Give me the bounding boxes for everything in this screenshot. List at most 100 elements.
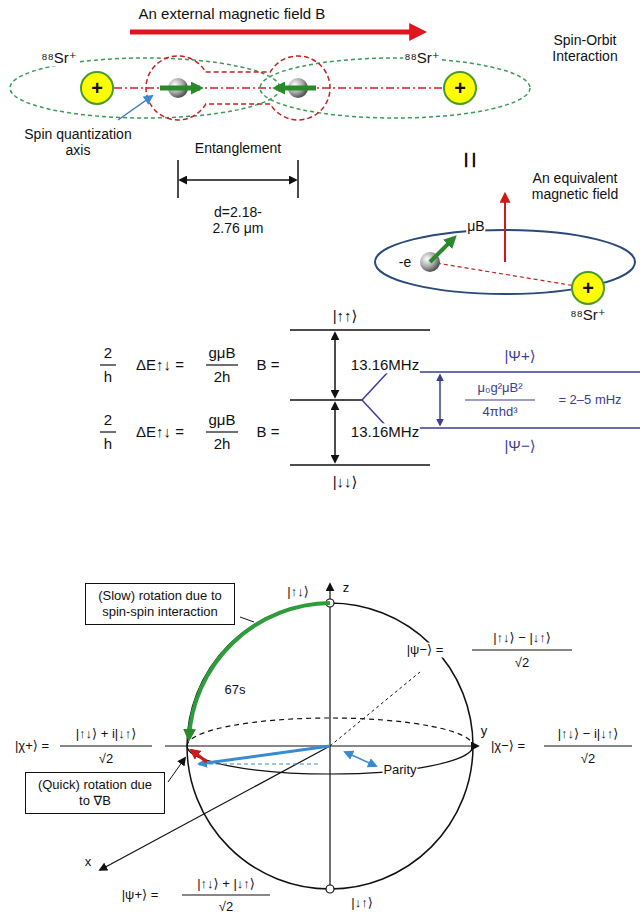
note: Spin quantization axis [15,126,142,158]
formula-part: |↑↓⟩ − |↓↑⟩ [492,631,552,646]
fraction-bar [100,364,116,365]
formula-part: h [103,368,113,385]
state-label: |ψ+⟩ = [121,888,160,903]
callout-text: (Slow) rotation due to spin-spin interac… [92,588,228,619]
state-label: |χ+⟩ = [14,739,50,754]
radius-line [430,262,588,288]
dimension-tick [177,160,179,198]
ion-circle: ⁸⁸Sr⁺+ [80,71,114,105]
ion-circle: ⁸⁸Sr⁺+ [571,271,605,305]
formula-part: gμB [208,344,237,361]
time-label: 67s [224,683,247,698]
formula-part: 2h [213,368,232,385]
formula-part: √2 [514,656,530,671]
frequency-value: 13.16MHz [350,356,420,373]
entanglement-outline [146,56,330,120]
charge-sign: + [91,78,103,98]
fraction-bar [60,746,152,747]
fraction-bar [544,746,632,747]
leader-line [118,96,152,120]
state-vector [199,746,330,764]
equals-sign: = [453,150,488,170]
fraction-bar [206,364,238,365]
energy-level [290,464,430,466]
charge-sign: + [454,78,466,98]
fraction-bar [465,399,535,400]
leader-line [240,617,254,622]
fraction-bar [100,431,116,432]
energy-level [290,399,362,401]
leader-line [168,758,185,782]
state-label: |↓↑⟩ [350,896,373,911]
axis-label: z [342,581,351,596]
callout-box: (Quick) rotation due to ∇B [25,772,165,813]
formula-part: B = [256,423,281,440]
state-label: |↑↓⟩ [286,585,309,600]
gap-arrow [334,403,336,462]
formula-part: ΔE↑↓ = [135,356,185,373]
note: An equivalent magnetic field [518,170,632,202]
parity-label: Parity [382,763,417,778]
state-label: |↓↓⟩ [332,473,359,490]
gap-arrow [439,375,441,425]
axis-label: x [84,855,93,870]
formula-part: √2 [98,752,114,767]
formula-part: 2 [103,411,113,428]
spin-arrow [276,86,316,91]
state-label: |↑↑⟩ [332,307,359,324]
gap-arrow [334,333,336,397]
state-label: |Ψ+⟩ [503,347,536,364]
spin-arrow [160,86,200,91]
ion-label: ⁸⁸Sr⁺ [403,49,441,66]
charge-sign: + [582,278,594,298]
state-label: |ψ−⟩ = [406,643,445,658]
z-axis [329,584,330,889]
formula-part: |↑↓⟩ + |↓↑⟩ [196,877,256,892]
field-title: An external magnetic field B [138,5,327,22]
moment-label: μB [466,218,485,234]
field-arrow [130,30,420,35]
dimension: d=2.18- 2.76 μm [204,204,272,236]
formula-part: = 2–5 mHz [557,393,622,408]
formula-part: B = [256,356,281,373]
dimension-arrow [180,179,296,181]
fraction-bar [182,895,270,896]
dimension-tick [297,160,299,198]
formula-part: μ₀g²μB² [477,381,524,396]
callout-box: (Slow) rotation due to spin-spin interac… [85,583,235,624]
parity-arrow [345,752,376,766]
charge-label: -e [398,254,412,270]
formula-part: 4πhd³ [482,405,519,420]
formula-part: 2h [213,435,232,452]
state-label: |Ψ−⟩ [503,437,536,454]
pole-dot [326,885,334,893]
orbit-ellipse [260,58,530,118]
frequency-value: 13.16MHz [350,423,420,440]
formula-part: |↑↓⟩ − i|↓↑⟩ [557,727,620,742]
dotted-axis [330,672,420,746]
axis-line [114,87,443,89]
ion-circle: ⁸⁸Sr⁺+ [443,71,477,105]
formula-part: √2 [580,752,596,767]
formula-part: 2 [103,344,113,361]
formula-part: |↑↓⟩ + i|↓↑⟩ [75,727,138,742]
formula-part: √2 [218,900,234,915]
note: Entanglement [194,140,282,156]
moment-arrow [430,238,454,262]
formula-part: ΔE↑↓ = [135,423,185,440]
projection-line [202,764,318,765]
ion-label: ⁸⁸Sr⁺ [569,306,607,323]
state-label: |χ−⟩ = [490,739,526,754]
quick-rotation-arrow [191,750,207,762]
fraction-bar [472,650,572,651]
field-arrow [504,194,506,262]
callout-text: (Quick) rotation due to ∇B [32,777,158,808]
formula-part: gμB [208,411,237,428]
orbit-ellipse [10,58,280,118]
fraction-bar [206,431,238,432]
axis-label: y [480,724,489,739]
energy-level [290,329,430,331]
formula-part: h [103,435,113,452]
ion-label: ⁸⁸Sr⁺ [40,49,78,66]
